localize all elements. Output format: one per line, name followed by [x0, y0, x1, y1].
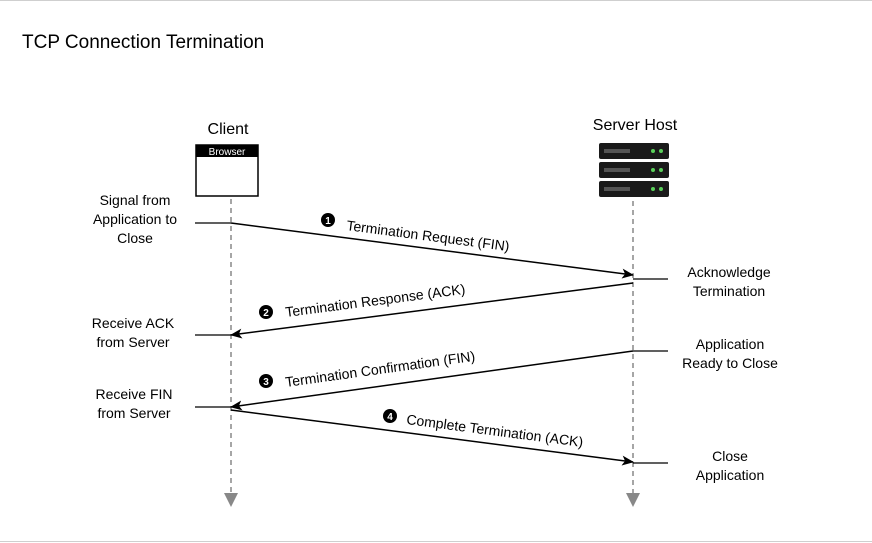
server-rack-icon: [599, 143, 669, 197]
server-note-2: Application Ready to Close: [633, 336, 778, 371]
client-note-3-line-2: from Server: [97, 405, 170, 421]
step-2-number: 2: [263, 308, 269, 319]
server-note-2-line-1: Application: [696, 336, 765, 352]
step-3-badge: [259, 374, 273, 388]
message-3-arrow: [230, 350, 634, 411]
step-2-badge: [259, 305, 273, 319]
step-4-number: 4: [387, 412, 393, 423]
message-2-label: Termination Response (ACK): [284, 281, 466, 320]
message-2-arrow: [230, 282, 634, 339]
message-4: 4 Complete Termination (ACK): [230, 409, 634, 466]
client-note-1-line-3: Close: [117, 230, 153, 246]
server-note-2-line-2: Ready to Close: [682, 355, 778, 371]
server-note-1-line-2: Termination: [693, 283, 765, 299]
step-3-number: 3: [263, 377, 269, 388]
server-note-3-line-2: Application: [696, 467, 765, 483]
server-note-1-line-1: Acknowledge: [687, 264, 770, 280]
server-note-1: Acknowledge Termination: [633, 264, 771, 299]
server-note-3: Close Application: [633, 448, 764, 483]
client-note-1-line-1: Signal from: [100, 192, 171, 208]
browser-window-icon: Browser: [195, 144, 259, 197]
step-1-number: 1: [325, 216, 331, 227]
client-note-3-line-1: Receive FIN: [95, 386, 172, 402]
client-note-1-line-2: Application to: [93, 211, 177, 227]
step-1-badge: [321, 213, 335, 227]
message-2: 2 Termination Response (ACK): [230, 281, 634, 339]
message-3-label: Termination Confirmation (FIN): [284, 348, 476, 390]
browser-icon-label: Browser: [209, 147, 246, 158]
client-label: Client: [208, 121, 249, 138]
message-4-arrow: [230, 409, 634, 466]
server-label: Server Host: [593, 117, 678, 134]
page-title: TCP Connection Termination: [22, 32, 265, 53]
server-note-3-line-1: Close: [712, 448, 748, 464]
client-note-1: Signal from Application to Close: [93, 192, 231, 246]
client-note-3: Receive FIN from Server: [95, 386, 231, 421]
client-note-2-line-1: Receive ACK: [92, 315, 175, 331]
message-1: 1 Termination Request (FIN): [230, 213, 634, 279]
client-note-2-line-2: from Server: [96, 334, 169, 350]
client-note-2: Receive ACK from Server: [92, 315, 231, 350]
message-3: 3 Termination Confirmation (FIN): [230, 348, 634, 411]
message-1-arrow: [230, 222, 634, 279]
server-lifeline-arrow: [626, 493, 640, 507]
client-lifeline-arrow: [224, 493, 238, 507]
step-4-badge: [383, 409, 397, 423]
